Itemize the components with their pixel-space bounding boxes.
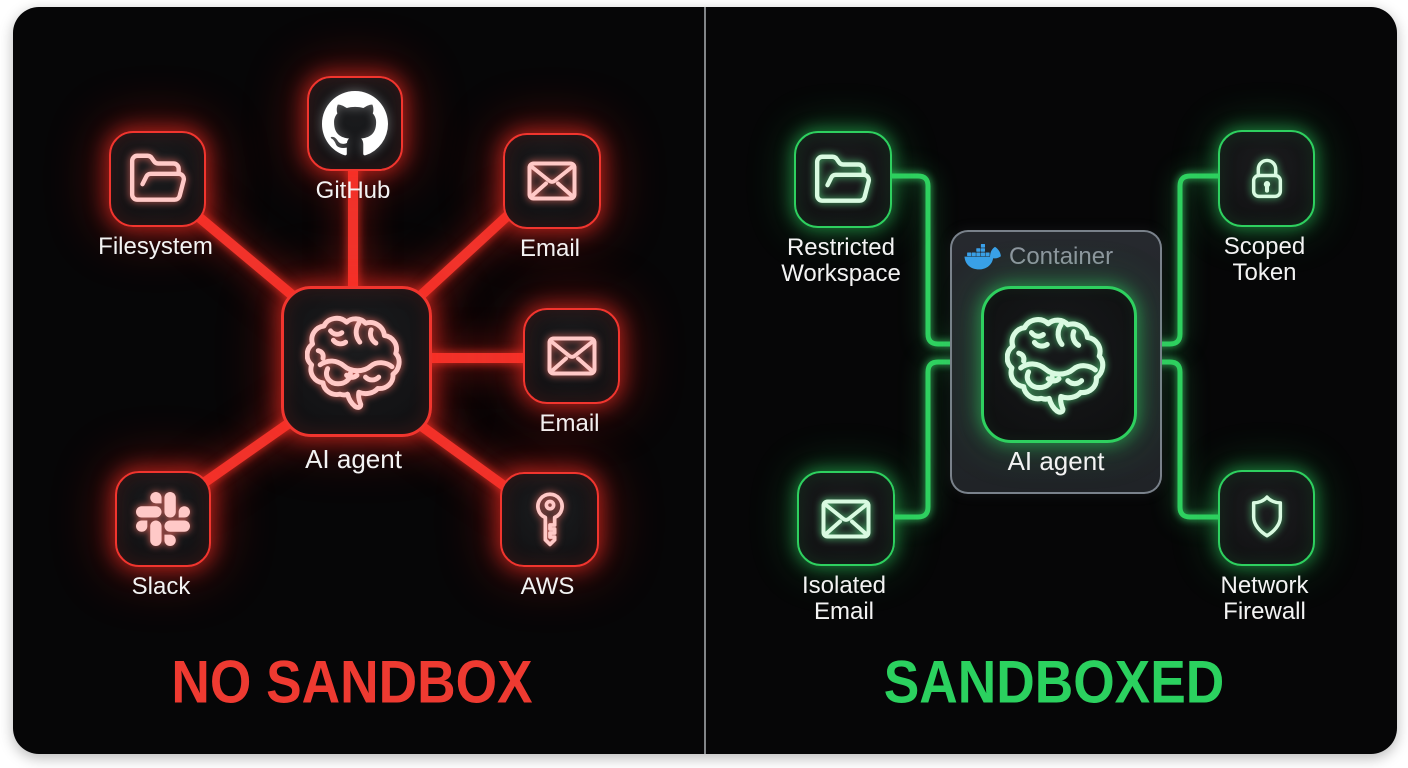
lock-icon (1251, 158, 1282, 198)
envelope-icon (527, 161, 577, 201)
github-icon (322, 90, 388, 155)
node-network-firewall: Network Firewall (1218, 470, 1315, 624)
node-ai-agent-left: AI agent (281, 286, 432, 473)
connector-restricted-workspace (883, 173, 957, 347)
node-aws: AWS (500, 472, 599, 600)
edge-slack (183, 407, 310, 499)
ai-agent-node-box (281, 286, 432, 437)
node-email-top: Email (503, 133, 601, 262)
node-label: AWS (520, 573, 575, 600)
docker-icon (964, 243, 1001, 269)
panel-divider (704, 7, 706, 754)
node-slack: Slack (115, 471, 211, 600)
node-label: Email (539, 410, 600, 437)
right-panel-title-text: SANDBOXED (883, 648, 1225, 716)
filesystem-node-box (109, 131, 206, 227)
node-isolated-email: Isolated Email (797, 471, 895, 624)
left-panel-title-text: NO SANDBOX (171, 648, 533, 716)
scoped-token-node-box (1218, 130, 1315, 227)
node-label: Slack (131, 573, 191, 600)
connector-isolated-email (886, 359, 957, 520)
node-filesystem: Filesystem (98, 131, 213, 260)
edge-email-top (400, 202, 522, 315)
ai-agent-inner-box (981, 286, 1137, 443)
brain-icon (1005, 316, 1106, 415)
container-box: Container AI agent (950, 230, 1162, 494)
right-panel-title: SANDBOXED (862, 648, 1245, 717)
connector-scoped-token (1151, 173, 1225, 347)
left-panel-title: NO SANDBOX (149, 648, 556, 717)
node-email-right: Email (523, 308, 620, 437)
isolated-email-node-box (797, 471, 895, 566)
restricted-workspace-node-box (794, 131, 892, 228)
node-label: Isolated Email (801, 572, 887, 625)
container-label: Container (1009, 243, 1114, 270)
email-right-node-box (523, 308, 620, 404)
shield-icon (1251, 495, 1282, 538)
node-label: Restricted Workspace (781, 234, 901, 287)
key-icon (535, 491, 564, 546)
node-label: Email (519, 235, 581, 262)
node-label: Scoped Token (1223, 233, 1306, 286)
network-firewall-node-box (1218, 470, 1315, 566)
node-label: Filesystem (98, 233, 213, 260)
email-top-node-box (503, 133, 601, 229)
diagram-canvas: Filesystem GitHub Email Email (13, 7, 1397, 754)
node-label: Network Firewall (1220, 572, 1309, 625)
envelope-icon (821, 499, 871, 538)
envelope-icon (547, 336, 596, 376)
slack-node-box (115, 471, 211, 567)
node-restricted-workspace: Restricted Workspace (781, 131, 901, 286)
folder-icon (814, 154, 872, 203)
aws-node-box (500, 472, 599, 567)
connector-network-firewall (1151, 359, 1225, 520)
slack-icon (136, 492, 190, 546)
github-node-box (307, 76, 403, 171)
ai-agent-label: AI agent (1007, 446, 1105, 476)
folder-icon (129, 153, 186, 202)
brain-icon (304, 315, 402, 410)
node-label: AI agent (305, 444, 402, 474)
node-label: GitHub (315, 177, 391, 204)
node-scoped-token: Scoped Token (1218, 130, 1315, 285)
node-github: GitHub (307, 76, 403, 204)
container-header: Container (963, 243, 1113, 271)
edge-filesystem (177, 198, 315, 315)
